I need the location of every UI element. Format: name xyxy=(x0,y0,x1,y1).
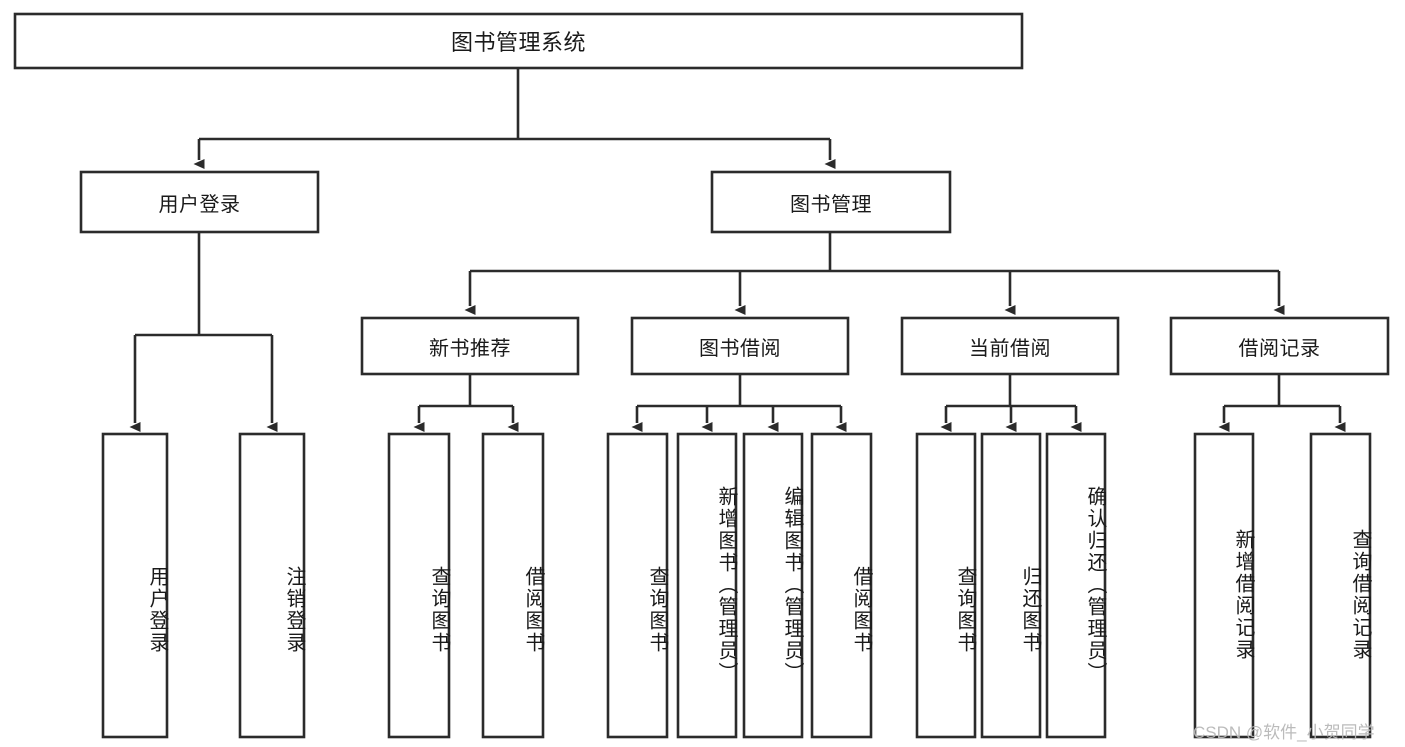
leaf-box-borrow-book-2[interactable] xyxy=(810,432,873,739)
leaf-box-add-book[interactable] xyxy=(676,432,738,739)
leaf-box-edit-book[interactable] xyxy=(742,432,804,739)
leaf-box-add-record[interactable] xyxy=(1193,432,1255,739)
node-book-borrow-box[interactable] xyxy=(630,316,850,376)
leaf-box-query-record[interactable] xyxy=(1309,432,1372,739)
node-current-borrow-box[interactable] xyxy=(900,316,1120,376)
leaf-box-logout[interactable] xyxy=(238,432,306,739)
node-new-book-recommend-box[interactable] xyxy=(360,316,580,376)
node-borrow-record-box[interactable] xyxy=(1169,316,1390,376)
leaf-box-query-book-1[interactable] xyxy=(387,432,451,739)
leaf-box-query-book-2[interactable] xyxy=(606,432,669,739)
node-book-management-box[interactable] xyxy=(710,170,952,234)
csdn-watermark: CSDN @软件_小贺同学 xyxy=(1193,723,1375,742)
leaf-box-user-login[interactable] xyxy=(101,432,169,739)
node-user-login-box[interactable] xyxy=(79,170,320,234)
leaf-box-query-book-3[interactable] xyxy=(915,432,977,739)
node-root-box[interactable] xyxy=(13,12,1024,70)
leaf-box-confirm-return[interactable] xyxy=(1045,432,1107,739)
leaf-box-borrow-book-1[interactable] xyxy=(481,432,545,739)
leaf-box-return-book[interactable] xyxy=(980,432,1042,739)
